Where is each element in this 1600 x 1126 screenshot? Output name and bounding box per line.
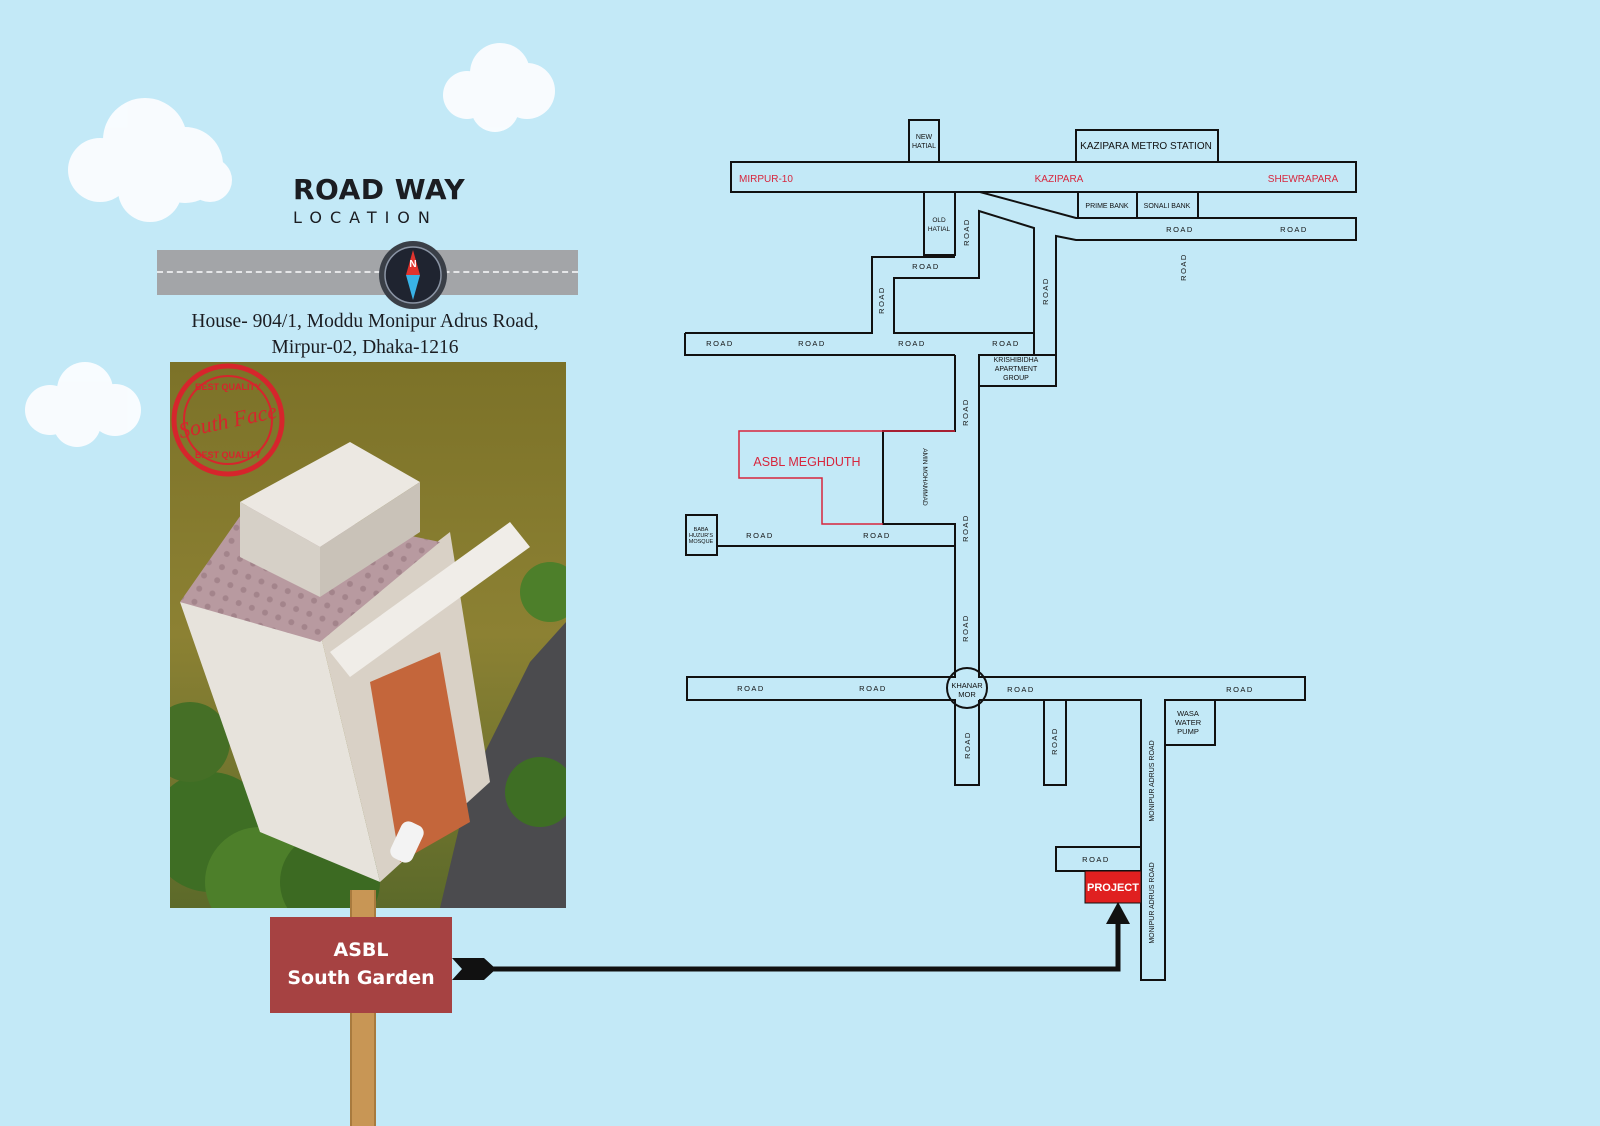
road-label: ROAD bbox=[1082, 855, 1110, 864]
road-label: ROAD bbox=[992, 339, 1020, 348]
krishibidha-label-1: KRISHIBIDHA bbox=[994, 357, 1039, 364]
road-label: ROAD bbox=[963, 731, 972, 759]
road-label: ROAD bbox=[859, 684, 887, 693]
asbl-meghduth-outline bbox=[738, 430, 955, 525]
cloud-icon bbox=[443, 43, 555, 132]
monipur-adrus-road-label: MONIPUR ADRUS ROAD bbox=[1149, 740, 1156, 821]
wasa-label-1: WASA bbox=[1177, 709, 1199, 718]
road-label: ROAD bbox=[737, 684, 765, 693]
baba-huzurs-label-2: HUZUR'S bbox=[689, 533, 713, 539]
road-label: ROAD bbox=[863, 531, 891, 540]
road-label: ROAD bbox=[961, 514, 970, 542]
arrow-up-icon bbox=[1106, 902, 1130, 924]
page-title: ROAD WAY bbox=[293, 173, 466, 206]
khanar-mor-label-2: MOR bbox=[958, 690, 976, 699]
map-labels: NEW HATIAL KAZIPARA METRO STATION MIRPUR… bbox=[689, 134, 1339, 944]
road-label: ROAD bbox=[1280, 225, 1308, 234]
baba-huzurs-label-1: BABA bbox=[694, 527, 709, 533]
shewrapara-label: SHEWRAPARA bbox=[1268, 174, 1339, 185]
kazipara-metro-label: KAZIPARA METRO STATION bbox=[1080, 141, 1212, 152]
project-marker bbox=[1084, 870, 1142, 904]
baba-huzurs-label-3: MOSQUE bbox=[689, 539, 714, 545]
road-label: ROAD bbox=[706, 339, 734, 348]
road-label: ROAD bbox=[961, 614, 970, 642]
mirpur10-label: MIRPUR-10 bbox=[739, 174, 793, 185]
sign-line-1: ASBL bbox=[333, 939, 389, 961]
monipur-adrus-road-label: MONIPUR ADRUS ROAD bbox=[1149, 862, 1156, 943]
road-label: ROAD bbox=[962, 218, 971, 246]
road-label: ROAD bbox=[746, 531, 774, 540]
wasa-label-3: PUMP bbox=[1177, 727, 1199, 736]
sonali-bank-label: SONALI BANK bbox=[1144, 203, 1191, 210]
sign-line-2: South Garden bbox=[287, 967, 435, 989]
route-arrow-line bbox=[480, 920, 1121, 972]
cloud-icon bbox=[25, 362, 141, 447]
project-label: PROJECT bbox=[1087, 882, 1139, 894]
road-label: ROAD bbox=[961, 398, 970, 426]
compass-icon: N bbox=[379, 241, 447, 309]
project-sign: ASBL South Garden bbox=[270, 917, 452, 1013]
arrow-tail-icon bbox=[452, 958, 496, 980]
building-render-image: BEST QUALITY South Face BEST QUALITY bbox=[170, 362, 566, 908]
road-label: ROAD bbox=[898, 339, 926, 348]
stamp-top-text: BEST QUALITY bbox=[195, 382, 261, 392]
address-line-2: Mirpur-02, Dhaka-1216 bbox=[271, 337, 459, 358]
khanar-mor-label-1: KHANAR bbox=[951, 681, 983, 690]
amin-mohammad-label: AMIN MOHAMMAD bbox=[921, 448, 928, 506]
new-hatial-label-1: NEW bbox=[916, 134, 933, 141]
new-hatial-label-2: HATIAL bbox=[912, 143, 936, 150]
krishibidha-label-3: GROUP bbox=[1003, 375, 1029, 382]
road-label: ROAD bbox=[1007, 685, 1035, 694]
compass-letter: N bbox=[409, 259, 416, 270]
old-hatial-label-2: HATIAL bbox=[928, 226, 951, 233]
road-banner bbox=[157, 250, 578, 295]
kazipara-label: KAZIPARA bbox=[1035, 174, 1084, 185]
road-label: ROAD bbox=[1166, 225, 1194, 234]
road-label: ROAD bbox=[1041, 277, 1050, 305]
road-outlines bbox=[684, 119, 1357, 981]
road-label: ROAD bbox=[1226, 685, 1254, 694]
road-label: ROAD bbox=[798, 339, 826, 348]
stamp-bottom-text: BEST QUALITY bbox=[195, 450, 261, 460]
old-hatial-label-1: OLD bbox=[932, 217, 946, 224]
address: House- 904/1, Moddu Monipur Adrus Road, … bbox=[165, 309, 565, 361]
road-label: ROAD bbox=[1050, 727, 1059, 755]
prime-bank-label: PRIME BANK bbox=[1085, 203, 1129, 210]
road-label: ROAD bbox=[877, 286, 886, 314]
asbl-meghduth-label: ASBL MEGHDUTH bbox=[753, 455, 860, 469]
cloud-icon bbox=[68, 98, 232, 222]
address-line-1: House- 904/1, Moddu Monipur Adrus Road, bbox=[191, 311, 539, 332]
road-label: ROAD bbox=[912, 262, 940, 271]
krishibidha-label-2: APARTMENT bbox=[995, 366, 1038, 373]
road-label: ROAD bbox=[1179, 253, 1188, 281]
wasa-label-2: WATER bbox=[1175, 718, 1202, 727]
page-subtitle: LOCATION bbox=[293, 208, 438, 227]
